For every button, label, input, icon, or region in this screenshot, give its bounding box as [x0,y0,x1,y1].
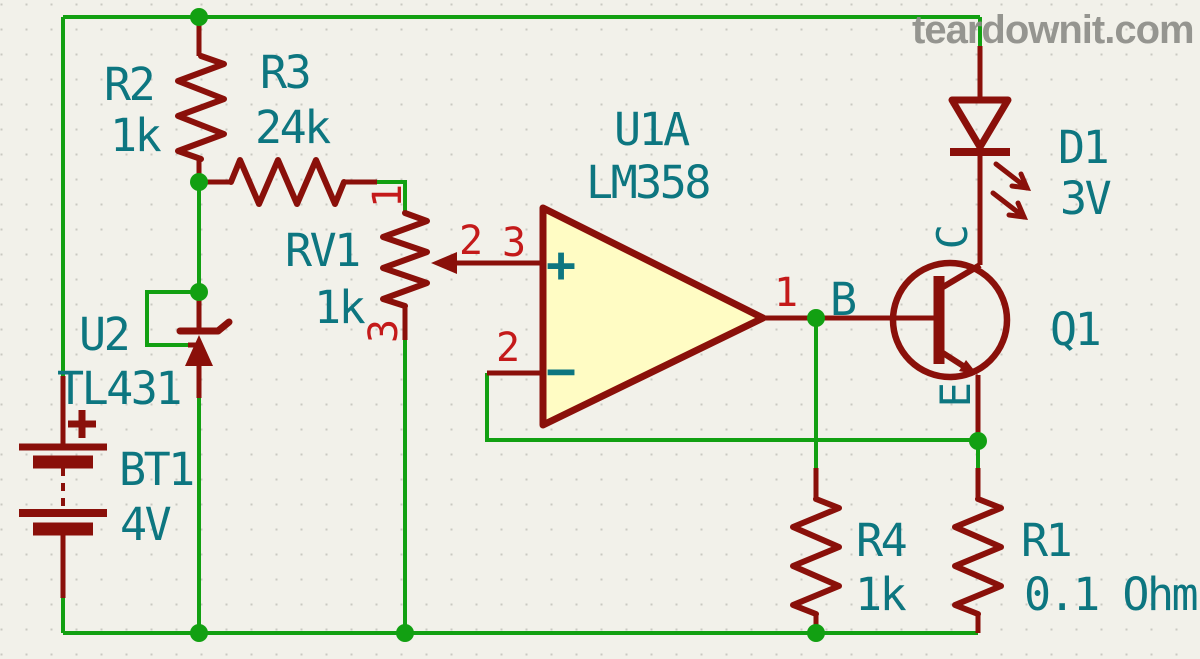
value-R2: 1k [110,109,162,162]
pin-number-opamp-noninv: 3 [502,220,526,266]
value-RV1: 1k [314,281,366,334]
battery-plus-icon [68,410,96,438]
pin-name-collector: C [928,226,977,250]
wire-tl431-ref-loop [145,290,199,347]
junction-dot [807,309,825,327]
ref-U2: U2 [79,308,131,361]
pin-number-rv1-top: 1 [365,185,411,209]
resistor-R2-symbol [175,53,227,162]
led-arrow-2-shaft [990,190,1027,220]
ref-U1A: U1A [614,103,690,156]
junction-dot [190,624,208,642]
transistor-emitter-arrow-icon [959,360,978,375]
npn-transistor-Q1-symbol [889,259,1011,381]
led-triangle [948,96,1012,151]
junction-dots [190,8,987,642]
tl431-triangle [185,335,213,366]
junction-dot [969,432,987,450]
wire-r3-rv1 [377,180,407,213]
led-D1-symbol [948,96,1032,221]
pin-number-opamp-out: 1 [774,270,798,316]
junction-dot [807,624,825,642]
ref-D1: D1 [1058,121,1110,174]
resistor-R1-symbol [952,496,1004,617]
pin-number-rv1-wiper: 2 [459,218,483,264]
value-R3: 24k [255,101,331,154]
tl431-U2-symbol [176,318,233,366]
ref-RV1: RV1 [285,224,361,277]
ref-R4: R4 [856,514,908,567]
value-R4: 1k [855,568,907,621]
ref-R2: R2 [104,58,156,111]
led-emission-arrows-icon [990,161,1032,221]
battery-BT1-symbol [19,410,107,536]
value-R1: 0.1 Ohm [1024,568,1199,621]
value-U2: TL431 [57,362,182,415]
junction-dot [190,8,208,26]
opamp-U1A-symbol [539,204,767,429]
junction-dot [190,173,208,191]
transistor-circle [889,259,1011,381]
transistor-collector-stroke [941,262,982,290]
pin-name-emitter: E [931,384,980,408]
resistor-R4-symbol [790,496,842,617]
opamp-plus-input-mark: + [545,236,577,294]
potentiometer-RV1-symbol [380,210,430,309]
pin-number-rv1-bottom: 3 [361,320,407,344]
ref-R1: R1 [1021,514,1073,567]
tl431-cathode-bar [176,318,233,335]
watermark-text: teardownit.com [912,8,1195,52]
opamp-minus-input-mark: − [545,342,577,400]
led-arrow-2-head [1006,200,1029,221]
ref-BT1: BT1 [119,443,195,496]
value-D1: 3V [1060,172,1112,225]
pin-number-opamp-inv: 2 [496,325,520,371]
pin-wires [60,22,983,633]
value-BT1: 4V [120,498,172,551]
led-arrow-1-shaft [993,161,1030,191]
pin-name-base: B [830,273,857,326]
value-U1A: LM358 [586,156,711,209]
led-arrow-1-head [1009,171,1032,192]
ref-R3: R3 [260,46,312,99]
resistor-R3-symbol [228,157,347,207]
ref-Q1: Q1 [1050,303,1102,356]
junction-dot [190,283,208,301]
potentiometer-RV1-wiper-arrow-icon [431,252,457,274]
junction-dot [396,624,414,642]
